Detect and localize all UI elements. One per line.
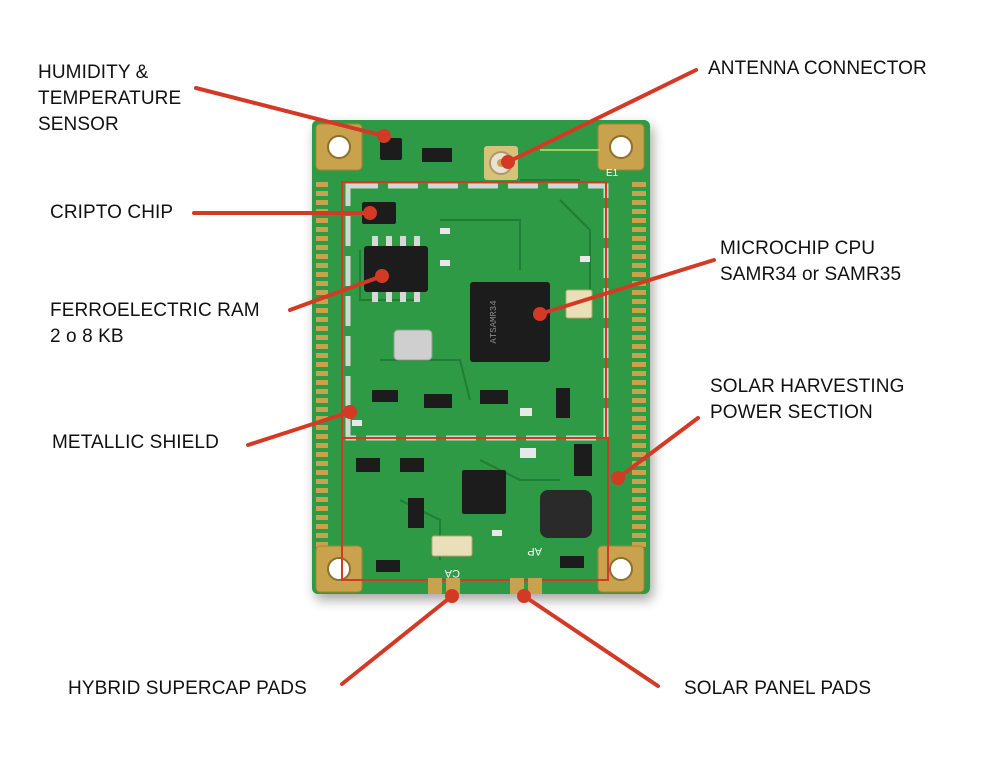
label-humidity-sensor: HUMIDITY & TEMPERATURE SENSOR (38, 60, 181, 138)
mounting-pads (315, 123, 645, 593)
callout-humidity-line (194, 86, 386, 138)
callout-dots (343, 129, 625, 603)
callout-cpu-line (538, 258, 716, 316)
label-solar-panel-pads: SOLAR PANEL PADS (684, 676, 871, 702)
callout-solar-panel-line (522, 594, 660, 688)
power-section-box (341, 437, 609, 581)
label-antenna-line-1: ANTENNA CONNECTOR (708, 58, 927, 79)
label-antenna-connector: ANTENNA CONNECTOR (708, 56, 927, 82)
callout-fram-line (288, 274, 384, 312)
label-humidity-line-1: HUMIDITY & (38, 62, 149, 83)
callout-antenna-line (506, 68, 698, 164)
label-crypto-chip: CRIPTO CHIP (50, 200, 173, 226)
callout-supercap-line (340, 594, 454, 686)
label-microchip-cpu: MICROCHIP CPU SAMR34 or SAMR35 (720, 236, 901, 288)
cpu-marking-1: ATSAMR34 (489, 300, 499, 343)
label-humidity-line-3: SENSOR (38, 114, 119, 135)
label-fram-line-2: 2 o 8 KB (50, 326, 124, 347)
cpu-chip: ATSAMR34 (470, 282, 550, 362)
label-fram-line-1: FERROELECTRIC RAM (50, 300, 260, 321)
components: ATSAMR34 E1 A (352, 138, 619, 594)
label-cpu-line-1: MICROCHIP CPU (720, 238, 876, 259)
power-ic (462, 470, 506, 514)
inductor (540, 490, 592, 538)
callout-solar-harvest-line (616, 416, 700, 480)
label-cpu-line-2: SAMR34 or SAMR35 (720, 264, 902, 285)
label-solar-harvesting: SOLAR HARVESTING POWER SECTION (710, 374, 904, 426)
label-metallic-shield: METALLIC SHIELD (52, 430, 219, 456)
left-edge-pins (316, 180, 328, 550)
label-crypto-line-1: CRIPTO CHIP (50, 202, 174, 223)
silk-ap: AP (527, 545, 542, 557)
label-solar-harvest-line-1: SOLAR HARVESTING (710, 376, 905, 397)
crystal (393, 329, 433, 361)
silk-e1: E1 (606, 168, 619, 179)
label-solar-harvest-line-2: POWER SECTION (710, 402, 873, 423)
label-supercap-line-1: HYBRID SUPERCAP PADS (68, 678, 307, 699)
callouts (192, 68, 716, 688)
humidity-sensor-chip (380, 138, 402, 160)
label-shield-line-1: METALLIC SHIELD (52, 432, 219, 453)
callout-shield-line (246, 410, 352, 447)
silk-ca: CA (444, 567, 460, 579)
right-edge-pins (632, 180, 646, 550)
label-ferroelectric-ram: FERROELECTRIC RAM 2 o 8 KB (50, 298, 260, 350)
label-humidity-line-2: TEMPERATURE (38, 88, 182, 109)
label-hybrid-supercap: HYBRID SUPERCAP PADS (68, 676, 307, 702)
supercap-cap (431, 535, 473, 557)
label-solar-panel-line-1: SOLAR PANEL PADS (684, 678, 872, 699)
